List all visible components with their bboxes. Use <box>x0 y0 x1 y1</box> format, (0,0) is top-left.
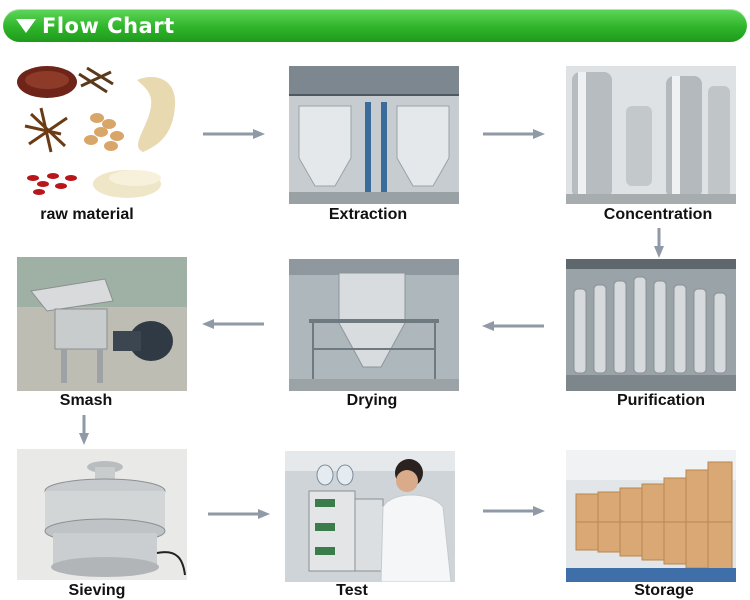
drying-photo <box>289 259 459 391</box>
smash-image <box>17 257 187 391</box>
flow-chart-banner: Flow Chart <box>3 9 747 42</box>
arrow-down-icon <box>79 415 89 445</box>
step-label-storage: Storage <box>634 582 694 599</box>
arrow-right-icon <box>208 509 270 519</box>
extraction-image <box>289 66 459 204</box>
step-label-extraction: Extraction <box>328 206 408 223</box>
sieving-image <box>17 449 187 580</box>
test-image <box>285 451 455 582</box>
step-label-sieving: Sieving <box>68 582 126 599</box>
step-label-smash: Smash <box>59 392 113 409</box>
smash-photo <box>17 257 187 391</box>
test-photo <box>285 451 455 582</box>
arrow-left-icon <box>202 319 264 329</box>
concentration-photo <box>566 66 736 204</box>
purification-image <box>566 259 736 391</box>
arrow-down-icon <box>654 228 664 258</box>
sieving-photo <box>17 449 187 580</box>
step-label-concentration: Concentration <box>603 206 713 223</box>
storage-photo <box>566 450 736 582</box>
arrow-right-icon <box>203 129 265 139</box>
drying-image <box>289 259 459 391</box>
raw-material-image <box>17 66 176 198</box>
banner-title: Flow Chart <box>42 14 175 38</box>
arrow-right-icon <box>483 129 545 139</box>
triangle-down-icon <box>16 19 36 33</box>
step-label-purification: Purification <box>616 392 705 409</box>
storage-image <box>566 450 736 582</box>
arrow-left-icon <box>482 321 544 331</box>
step-label-drying: Drying <box>346 392 398 409</box>
step-label-test: Test <box>336 582 368 599</box>
concentration-image <box>566 66 736 204</box>
step-label-raw-material: raw material <box>40 206 134 223</box>
arrow-right-icon <box>483 506 545 516</box>
purification-photo <box>566 259 736 391</box>
extraction-photo <box>289 66 459 204</box>
raw-material-photo <box>17 66 187 204</box>
